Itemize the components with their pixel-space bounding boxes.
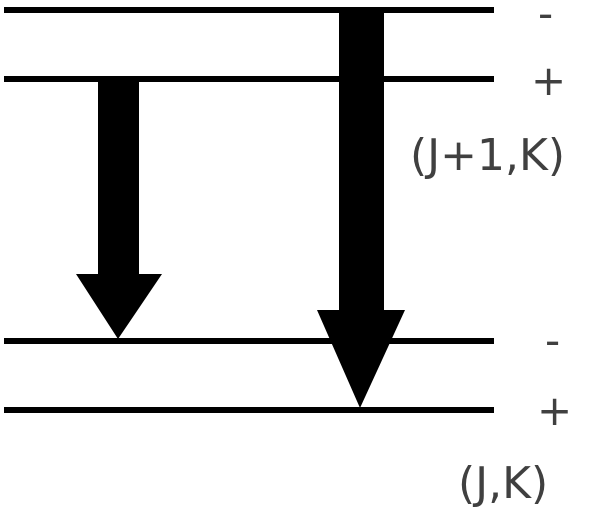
- lower-minus-parity-label: -: [545, 316, 561, 365]
- transition-arrow-upper-plus-to-lower-minus: [76, 82, 162, 339]
- transition-arrow-upper-minus-to-lower-plus: [317, 13, 405, 408]
- lower-state-label: (J,K): [458, 458, 549, 509]
- upper-plus-parity-label: +: [531, 56, 567, 105]
- upper-state-label: (J+1,K): [410, 130, 566, 181]
- lower-plus-parity-label: +: [537, 386, 573, 435]
- upper-minus-parity-label: -: [538, 0, 554, 38]
